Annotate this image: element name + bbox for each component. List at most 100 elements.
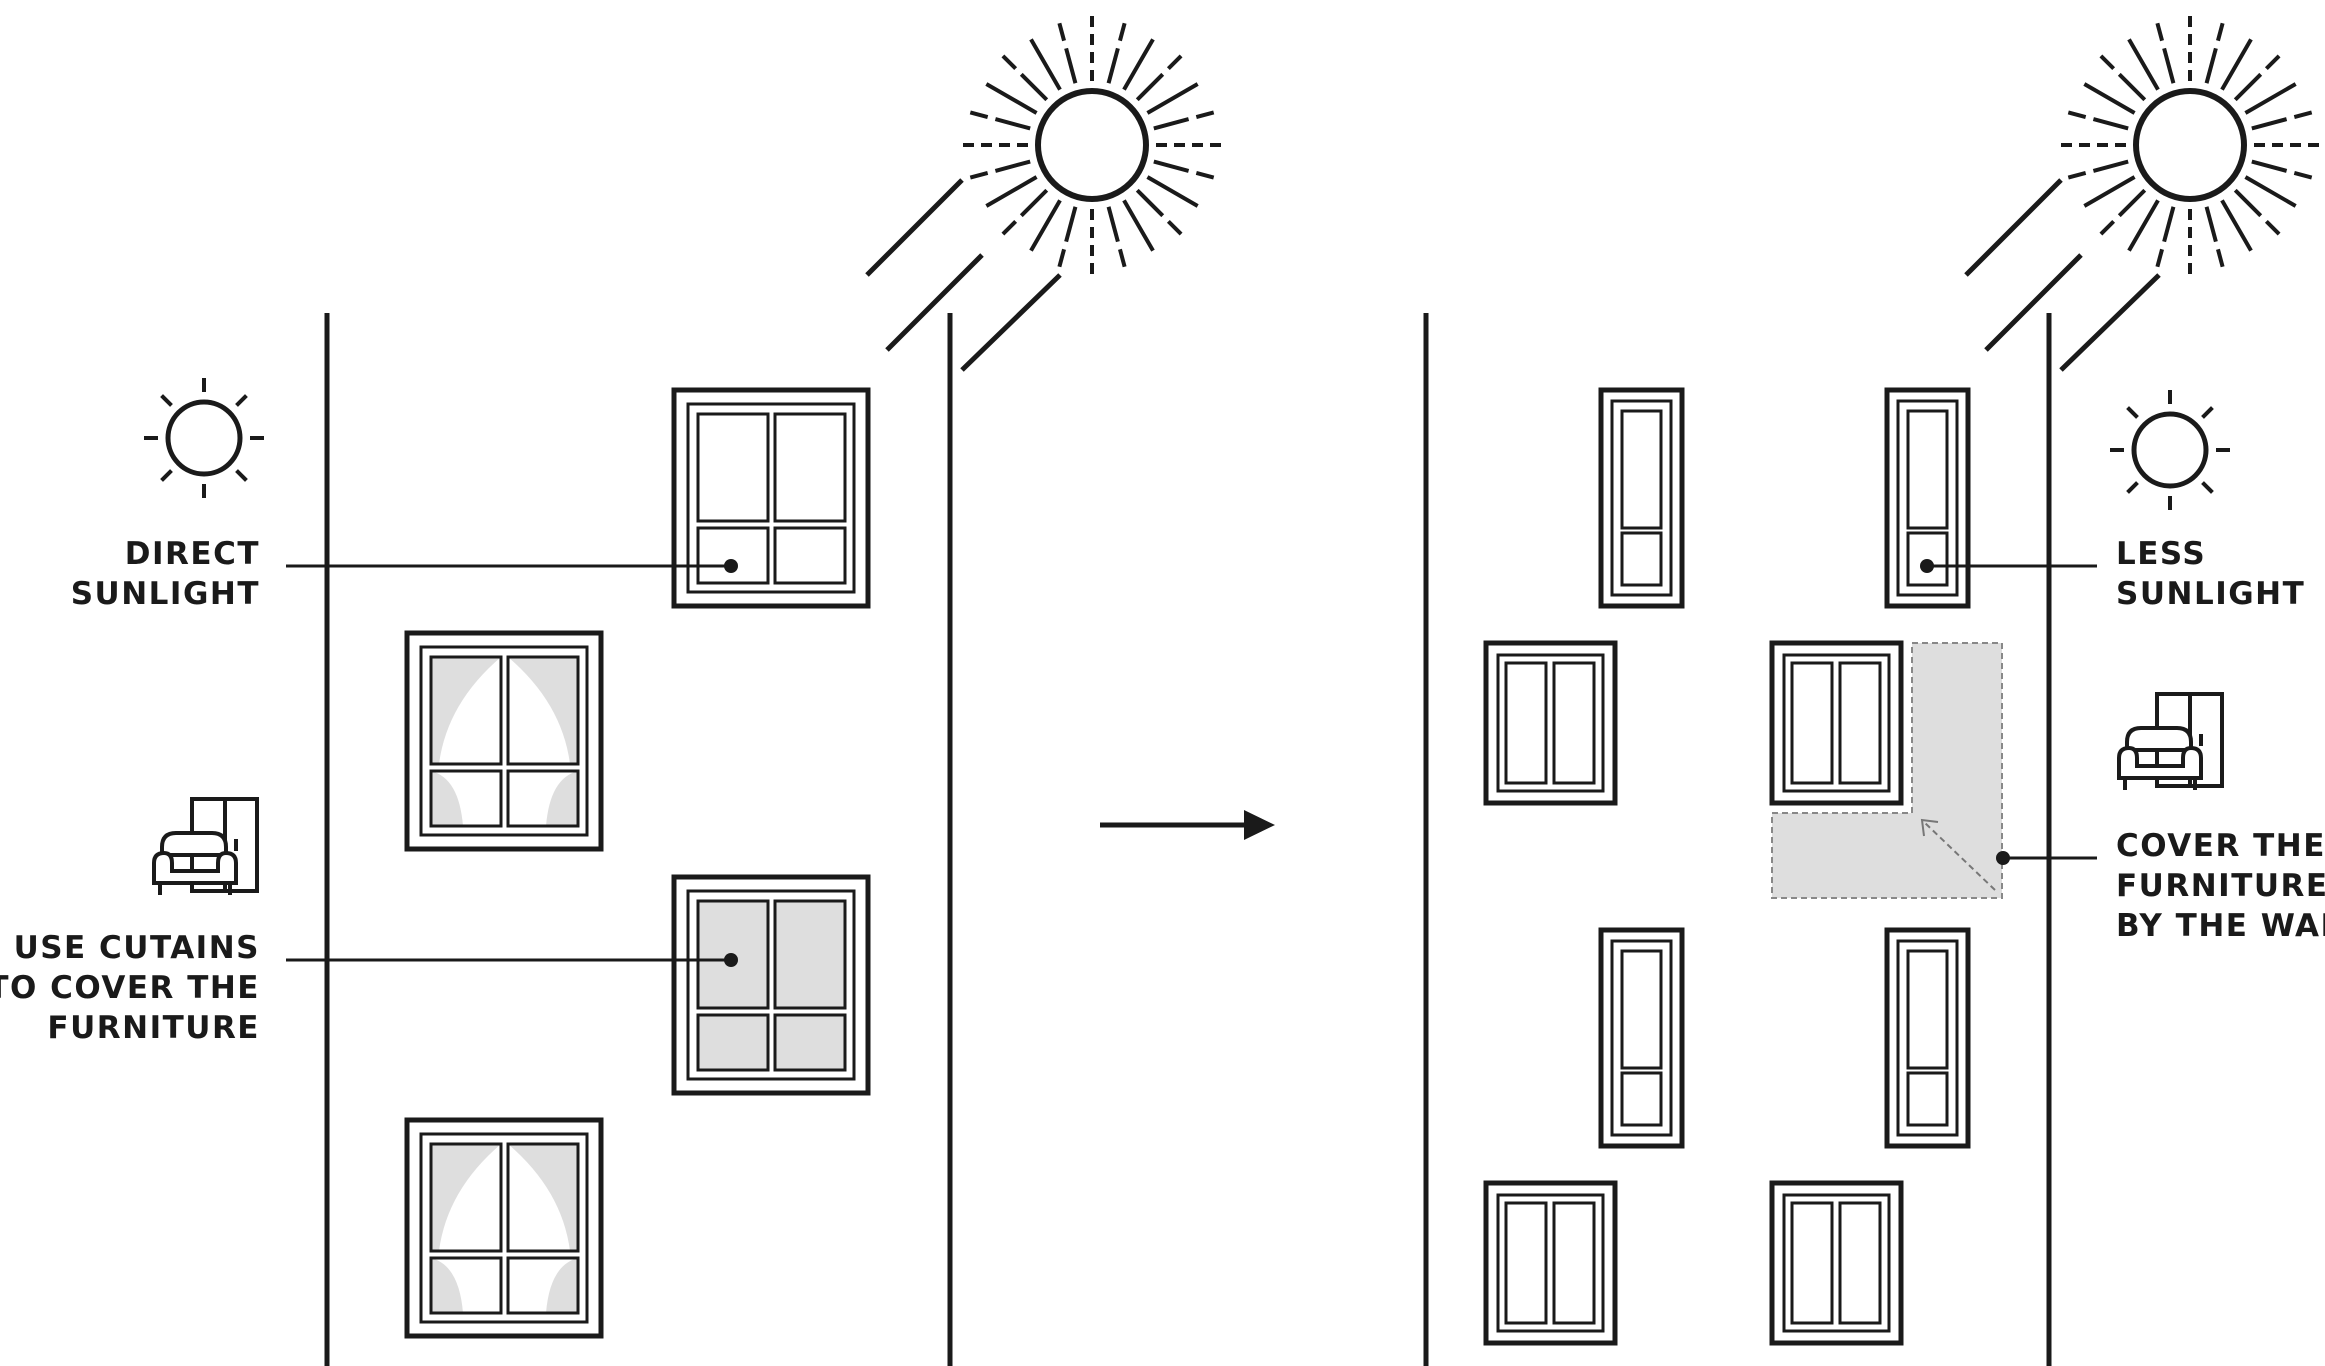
sun-ray bbox=[2155, 22, 2164, 42]
sun-ray bbox=[2251, 159, 2288, 173]
sun-ray bbox=[1122, 199, 1155, 252]
sun-ray bbox=[2126, 481, 2139, 494]
sun-ray bbox=[1118, 248, 1127, 268]
sun-ray bbox=[2293, 110, 2313, 119]
sun-ray bbox=[2233, 188, 2263, 218]
shaded-furniture-zone bbox=[1771, 642, 2003, 899]
leader-dot-less-sunlight bbox=[1920, 559, 1934, 573]
sun-ray bbox=[2099, 219, 2116, 236]
label-line: USE CUTAINS bbox=[13, 930, 260, 966]
sun-ray bbox=[1001, 219, 1018, 236]
sun-icon bbox=[963, 16, 1221, 274]
narrow-window bbox=[1884, 927, 1971, 1149]
window-direct-sunlight bbox=[671, 387, 871, 609]
sun-ray bbox=[2201, 406, 2214, 419]
sun-ray bbox=[994, 117, 1031, 131]
sun-ray bbox=[1146, 175, 1199, 208]
sun-ray bbox=[2220, 38, 2253, 91]
sun-ray bbox=[1135, 188, 1165, 218]
arrow-right-icon bbox=[1100, 810, 1275, 840]
sun-ray bbox=[1064, 47, 1078, 84]
leader-dot-use-curtains bbox=[724, 953, 738, 967]
sun-ray bbox=[2117, 188, 2147, 218]
sun-ray bbox=[2083, 175, 2136, 208]
label-line: COVER THE bbox=[2116, 828, 2325, 864]
sun-ray bbox=[2155, 248, 2164, 268]
sun-ray bbox=[2117, 72, 2147, 102]
narrow-window bbox=[1884, 387, 1971, 609]
label-line: SUNLIGHT bbox=[2116, 576, 2306, 612]
sun-ray bbox=[1029, 38, 1062, 91]
short-window bbox=[1769, 640, 1904, 806]
sun-ray bbox=[160, 394, 173, 407]
leader-lines-left bbox=[286, 559, 738, 967]
sun-ray bbox=[1001, 54, 1018, 71]
label-direct-sunlight: DIRECT SUNLIGHT bbox=[71, 534, 260, 614]
sun-icon bbox=[2061, 16, 2319, 274]
label-line: BY THE WALL bbox=[2116, 908, 2325, 944]
sun-ray bbox=[2204, 47, 2218, 84]
sun-ray bbox=[2220, 199, 2253, 252]
short-window bbox=[1483, 1180, 1618, 1346]
sofa-wardrobe-icon bbox=[2117, 692, 2224, 790]
sun-ray bbox=[1106, 47, 1120, 84]
sun-ray bbox=[2092, 159, 2129, 173]
narrow-window bbox=[1598, 387, 1685, 609]
short-window bbox=[1769, 1180, 1904, 1346]
sun-ray bbox=[2162, 47, 2176, 84]
sun-ray bbox=[2127, 199, 2160, 252]
sun-ray bbox=[1195, 171, 1215, 180]
label-cover-furniture: COVER THE FURNITURE BY THE WALL bbox=[2116, 826, 2325, 946]
label-use-curtains: USE CUTAINS TO COVER THE FURNITURE bbox=[0, 928, 260, 1048]
sun-ray bbox=[2216, 22, 2225, 42]
right-building bbox=[1423, 313, 2052, 1366]
window-curtains-open-1 bbox=[404, 630, 604, 852]
label-line: FURNITURE bbox=[47, 1010, 260, 1046]
short-window bbox=[1483, 640, 1618, 806]
sun-ray bbox=[969, 171, 989, 180]
sun-ray bbox=[2233, 72, 2263, 102]
sun-icon bbox=[144, 378, 264, 498]
sun-ray bbox=[1029, 199, 1062, 252]
window-curtains-closed bbox=[671, 874, 871, 1096]
sun-ray bbox=[1153, 117, 1190, 131]
sunbeam-lines-right bbox=[1964, 178, 2161, 372]
sun-ray bbox=[2083, 82, 2136, 115]
sun-icon bbox=[2110, 390, 2230, 510]
leader-lines-right bbox=[1920, 559, 2097, 865]
narrow-window bbox=[1598, 927, 1685, 1149]
sun-ray bbox=[969, 110, 989, 119]
sun-ray bbox=[2264, 54, 2281, 71]
window-curtains-open-2 bbox=[404, 1117, 604, 1339]
sun-ray bbox=[2204, 206, 2218, 243]
sun-ray bbox=[2264, 219, 2281, 236]
sun-ray bbox=[1135, 72, 1165, 102]
sun-ray bbox=[2099, 54, 2116, 71]
label-line: DIRECT bbox=[124, 536, 260, 572]
leader-dot-cover-furniture bbox=[1996, 851, 2010, 865]
sun-ray bbox=[2244, 82, 2297, 115]
sun-ray bbox=[2251, 117, 2288, 131]
left-building bbox=[324, 313, 953, 1366]
sun-ray bbox=[985, 82, 1038, 115]
sun-ray bbox=[2293, 171, 2313, 180]
sun-ray bbox=[985, 175, 1038, 208]
sun-ray bbox=[1019, 72, 1049, 102]
sun-ray bbox=[2092, 117, 2129, 131]
sun-ray bbox=[2067, 171, 2087, 180]
sun-ray bbox=[1166, 54, 1183, 71]
sun-ray bbox=[1118, 22, 1127, 42]
sunbeam-lines-left bbox=[865, 178, 1062, 372]
sun-ray bbox=[1057, 22, 1066, 42]
sun-ray bbox=[994, 159, 1031, 173]
label-line: TO COVER THE bbox=[0, 970, 260, 1006]
sun-ray bbox=[2127, 38, 2160, 91]
sun-ray bbox=[160, 469, 173, 482]
sun-ray bbox=[1166, 219, 1183, 236]
label-line: LESS bbox=[2116, 536, 2207, 572]
sun-ray bbox=[1153, 159, 1190, 173]
sun-ray bbox=[1122, 38, 1155, 91]
sun-ray bbox=[1195, 110, 1215, 119]
label-line: FURNITURE bbox=[2116, 868, 2325, 904]
sun-ray bbox=[235, 469, 248, 482]
